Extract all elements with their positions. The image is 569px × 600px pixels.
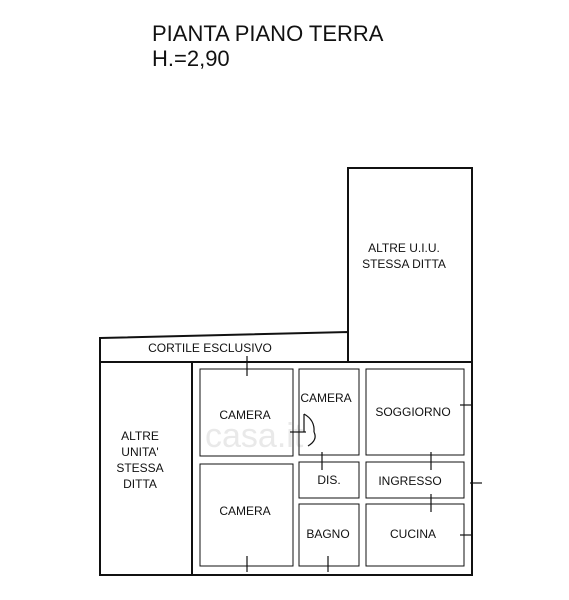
cucina-label: CUCINA [390, 527, 436, 541]
altre-unita-label-3: STESSA [116, 461, 163, 475]
watermark-logo: casa.it [205, 417, 304, 455]
cortile-label: CORTILE ESCLUSIVO [148, 341, 272, 355]
openings [246, 356, 482, 572]
soggiorno-label: SOGGIORNO [375, 405, 450, 419]
dis-room [298, 461, 360, 499]
dis-label: DIS. [317, 473, 340, 487]
bagno-label: BAGNO [306, 527, 349, 541]
ingresso-label: INGRESSO [378, 474, 441, 488]
altre-unita-label-2: UNITA' [121, 445, 158, 459]
building-outline [99, 361, 473, 576]
camera-3-label: CAMERA [300, 391, 351, 405]
camera-1-label: CAMERA [219, 408, 270, 422]
altre-uiu-label-2: STESSA DITTA [362, 257, 446, 271]
altre-unita-label-4: DITTA [123, 477, 157, 491]
bagno-room [298, 503, 360, 567]
camera-2-label: CAMERA [219, 504, 270, 518]
plan-height: H.=2,90 [152, 46, 230, 71]
plan-title: PIANTA PIANO TERRA [152, 21, 384, 46]
ingresso-room [365, 461, 465, 499]
soggiorno-room [365, 368, 465, 456]
camera-3-room [298, 368, 360, 456]
altre-uiu-label-1: ALTRE U.I.U. [368, 241, 440, 255]
altre-unita-label-1: ALTRE [121, 429, 159, 443]
